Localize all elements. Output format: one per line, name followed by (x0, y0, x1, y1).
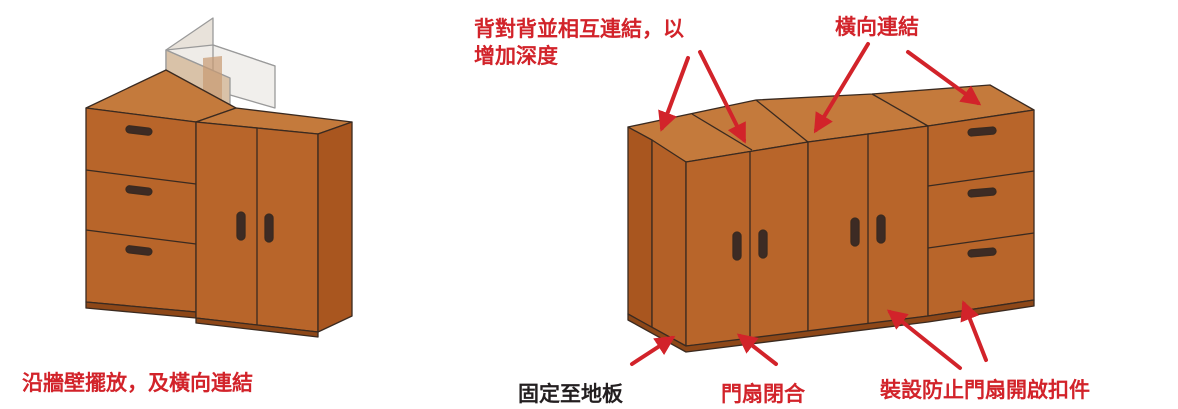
label-side-connect: 橫向連結 (835, 15, 919, 39)
door-handle (758, 229, 768, 259)
rear-cabinet-side (627, 126, 653, 329)
label-fix-floor: 固定至地板 (518, 382, 623, 406)
drawer-handle (967, 126, 997, 137)
door-handle (264, 213, 274, 243)
door-handle (876, 214, 886, 244)
arrow-icon (630, 42, 988, 370)
left-door-cabinet (195, 107, 353, 338)
front-door-cabinet-a (685, 141, 809, 347)
label-doors-closed: 門扇閉合 (721, 382, 805, 406)
drawer-handle (967, 247, 997, 258)
drawer-handle (125, 185, 153, 196)
glass-partition (165, 17, 276, 109)
door-handle (236, 211, 246, 241)
right-drawer-unit (927, 109, 1035, 317)
right-cabinet-group (627, 84, 1035, 353)
left-cabinet-group (85, 17, 353, 338)
label-back-to-back-line1: 背對背並相互連結，以 (474, 17, 684, 41)
door-handle (732, 231, 742, 261)
drawer-handle (967, 187, 997, 198)
drawer-handle (125, 245, 153, 256)
front-door-cabinet-b (807, 125, 929, 334)
left-drawer-unit (85, 69, 237, 319)
label-along-wall: 沿牆壁擺放，及橫向連結 (22, 371, 253, 395)
drawer-handle (125, 125, 153, 136)
label-back-to-back: 背對背並相互連結，以 增加深度 (474, 16, 774, 70)
door-handle (850, 217, 860, 247)
label-back-to-back-line2: 增加深度 (474, 44, 558, 68)
label-door-latch: 裝設防止門扇開啟扣件 (880, 378, 1090, 402)
